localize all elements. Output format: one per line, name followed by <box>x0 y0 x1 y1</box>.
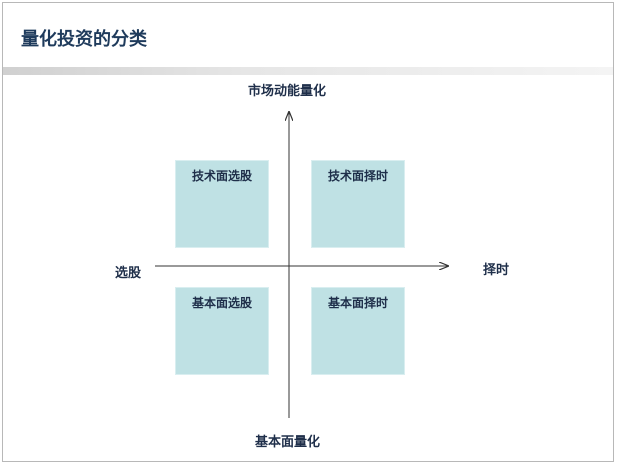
axis-label-left: 选股 <box>115 266 142 281</box>
quadrant-label: 技术面择时 <box>327 169 388 183</box>
quadrant-technical-timing: 技术面择时 <box>311 160 405 248</box>
axis-label-top: 市场动能量化 <box>248 84 327 99</box>
quadrant-fundamental-stock-selection: 基本面选股 <box>175 287 269 375</box>
quadrant-technical-stock-selection: 技术面选股 <box>175 160 269 248</box>
quadrant-label: 技术面选股 <box>191 169 252 183</box>
slide: 量化投资的分类 <box>2 2 614 462</box>
title-divider <box>3 67 613 75</box>
axis-label-right: 择时 <box>483 263 510 278</box>
quadrant-fundamental-timing: 基本面择时 <box>311 287 405 375</box>
quadrant-label: 基本面选股 <box>191 296 252 310</box>
axis-label-bottom: 基本面量化 <box>255 435 321 450</box>
quadrant-label: 基本面择时 <box>327 296 388 310</box>
slide-title: 量化投资的分类 <box>21 29 147 50</box>
